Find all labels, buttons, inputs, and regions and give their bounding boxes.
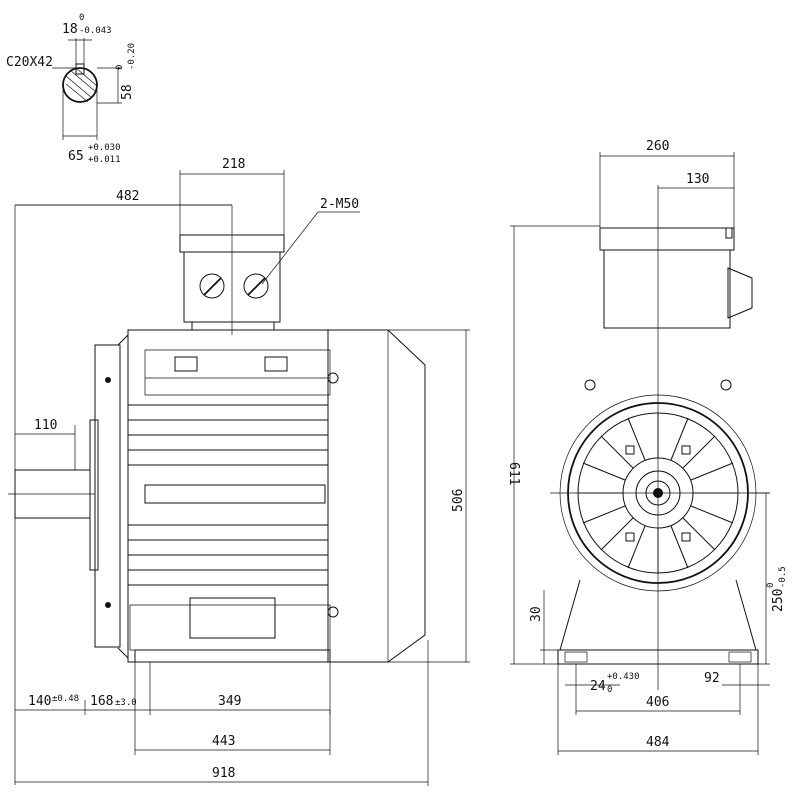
end-terminal-box-width-label: 260 — [646, 139, 669, 154]
shaft-length-label: 110 — [34, 418, 57, 433]
key-width-tol-lower: -0.043 — [79, 26, 112, 36]
key-depth-tol-upper: 0 — [115, 65, 125, 70]
foot-holes-distance-label: 349 — [218, 694, 241, 709]
end-shaft-height-tol-upper: 0 — [766, 583, 776, 588]
key-depth-value: 58 — [120, 84, 135, 100]
shaft-end-label: 140 — [28, 694, 51, 709]
shaft-dia-tol-lower: +0.011 — [88, 155, 121, 165]
foot-span-label: 443 — [212, 734, 235, 749]
key-width-tol-upper: 0 — [79, 13, 84, 23]
key-width-value: 18 — [62, 22, 78, 37]
shaft-dia-tol-upper: +0.030 — [88, 143, 121, 153]
side-height-label: 506 — [451, 489, 466, 512]
shaft-shoulder-label: 168 — [90, 694, 113, 709]
end-foot-hole-tol-lower: 0 — [607, 685, 612, 695]
side-view-dimensions — [15, 170, 470, 786]
end-shaft-height-tol-lower: -0.5 — [778, 566, 788, 588]
end-foot-width-label: 92 — [704, 671, 720, 686]
end-hole-spacing-label: 406 — [646, 695, 669, 710]
shaft-shoulder-tol: ±3.0 — [115, 698, 137, 708]
end-terminal-box-half-label: 130 — [686, 172, 709, 187]
key-depth-tol-lower: -0.20 — [127, 43, 137, 70]
shaft-cross-section — [52, 38, 122, 140]
end-overall-height-label: 611 — [506, 462, 521, 485]
end-foot-hole-tol-upper: +0.430 — [607, 672, 640, 682]
shaft-dia-value: 65 — [68, 149, 84, 164]
terminal-box-width-label: 218 — [222, 157, 245, 172]
end-base-width-label: 484 — [646, 735, 670, 750]
end-foot-thickness-label: 30 — [529, 606, 544, 622]
end-foot-hole-label: 24 — [590, 679, 606, 694]
shaft-end-tol: ±0.48 — [52, 694, 79, 704]
overall-length-label: 918 — [212, 766, 235, 781]
end-shaft-height-label: 250 — [771, 589, 786, 612]
key-label: C20X42 — [6, 55, 53, 70]
cable-entry-label: 2-M50 — [320, 197, 359, 212]
terminal-box-offset-label: 482 — [116, 189, 139, 204]
end-view — [550, 185, 770, 690]
end-view-dimensions — [510, 152, 770, 755]
